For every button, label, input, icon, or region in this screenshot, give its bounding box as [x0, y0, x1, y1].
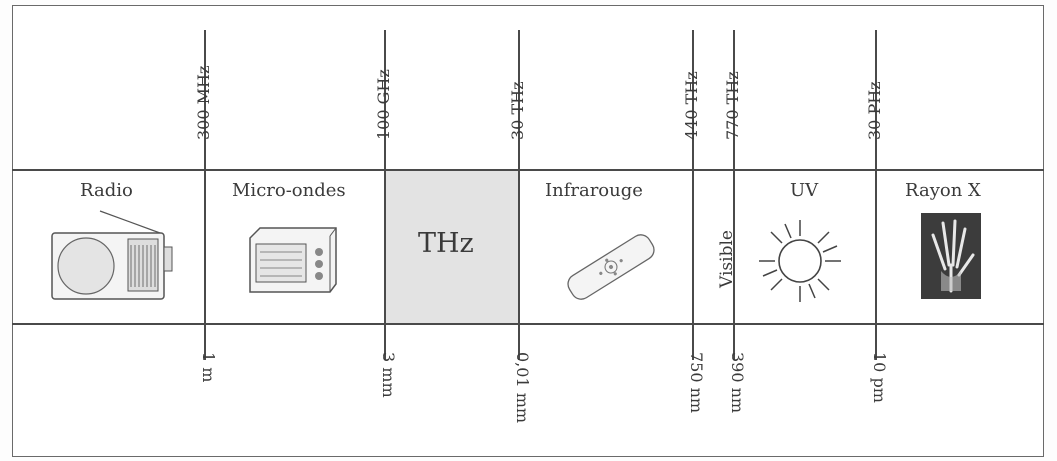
band-label-infrared: Infrarouge — [545, 180, 643, 201]
band-label-visible: Visible — [717, 230, 737, 288]
band-label-xray: Rayon X — [905, 180, 981, 201]
wavelength-tick-label: 390 nm — [728, 352, 747, 413]
xray-hand-icon — [921, 213, 981, 299]
frequency-tick-label: 30 THz — [508, 82, 527, 141]
frequency-tick-label: 440 THz — [682, 71, 701, 140]
sun-icon — [755, 216, 845, 306]
band-label-uv: UV — [790, 180, 818, 201]
wavelength-tick-label: 10 pm — [870, 352, 889, 403]
frequency-tick-label: 30 PHz — [865, 81, 884, 140]
boundary-line-30phz — [875, 30, 877, 360]
remote-control-icon — [556, 232, 666, 302]
frequency-tick-label: 770 THz — [723, 71, 742, 140]
microwave-oven-icon — [246, 226, 341, 296]
frequency-tick-label: 300 MHz — [194, 66, 213, 140]
band-label-radio: Radio — [80, 180, 133, 201]
wavelength-tick-label: 0,01 mm — [513, 352, 532, 423]
wavelength-tick-label: 3 mm — [379, 352, 398, 398]
boundary-line-30thz — [518, 30, 520, 360]
wavelength-tick-label: 750 nm — [687, 352, 706, 413]
wavelength-tick-label: 1 m — [199, 352, 218, 382]
band-label-microwave: Micro-ondes — [232, 180, 346, 201]
frequency-tick-label: 100 GHz — [374, 69, 393, 140]
band-top-line — [12, 169, 1044, 171]
band-bottom-line — [12, 323, 1044, 325]
band-label-thz: THz — [418, 228, 474, 259]
radio-icon — [48, 207, 178, 303]
